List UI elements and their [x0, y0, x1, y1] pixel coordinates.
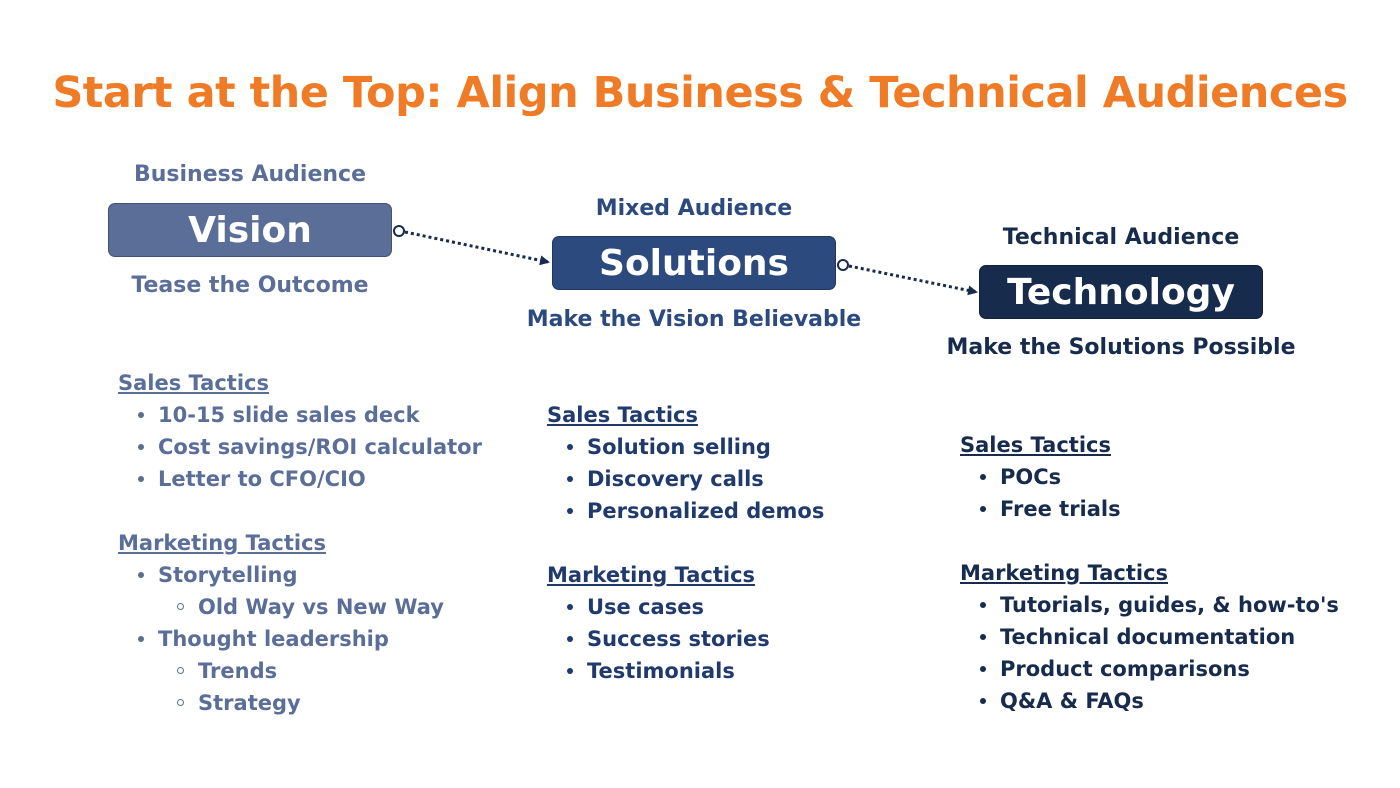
- list-item: Solution selling: [547, 431, 824, 463]
- list-item: Success stories: [547, 623, 824, 655]
- list-item: Personalized demos: [547, 495, 824, 527]
- list-item: Product comparisons: [960, 653, 1339, 685]
- sales-tactics-heading: Sales Tactics: [547, 403, 698, 427]
- list-item: Discovery calls: [547, 463, 824, 495]
- sales-tactics-heading: Sales Tactics: [118, 371, 269, 395]
- list-item: Cost savings/ROI calculator: [118, 431, 482, 463]
- solutions-box-label: Solutions: [599, 242, 789, 284]
- marketing-tactics-heading: Marketing Tactics: [118, 531, 327, 555]
- list-item: Q&A & FAQs: [960, 685, 1339, 717]
- technology-box: Technology: [979, 265, 1263, 319]
- list-item: Use cases: [547, 591, 824, 623]
- technology-subtitle: Make the Solutions Possible: [946, 335, 1296, 360]
- list-item: Free trials: [960, 493, 1339, 525]
- list-item: 10-15 slide sales deck: [118, 399, 482, 431]
- solutions-box: Solutions: [552, 236, 836, 290]
- list-item: Tutorials, guides, & how-to's: [960, 589, 1339, 621]
- list-item: Testimonials: [547, 655, 824, 687]
- list-item: Thought leadership: [118, 623, 482, 655]
- solutions-subtitle: Make the Vision Believable: [526, 307, 862, 332]
- sales-tactics-heading: Sales Tactics: [960, 433, 1111, 457]
- list-item: POCs: [960, 461, 1339, 493]
- marketing-tactics-heading: Marketing Tactics: [547, 563, 756, 587]
- technology-box-label: Technology: [1007, 271, 1235, 313]
- sub-list-item: Old Way vs New Way: [118, 591, 482, 623]
- vision-subtitle: Tease the Outcome: [131, 273, 369, 298]
- list-item: Technical documentation: [960, 621, 1339, 653]
- vision-to-solutions-arrow: [393, 225, 550, 266]
- solutions-tactics: Sales Tactics Solution selling Discovery…: [547, 399, 824, 687]
- sub-list-item: Strategy: [118, 687, 482, 719]
- marketing-tactics-heading: Marketing Tactics: [960, 561, 1169, 585]
- technology-tactics: Sales Tactics POCs Free trials Marketing…: [960, 429, 1339, 717]
- mixed-audience-label: Mixed Audience: [595, 196, 793, 221]
- page-title: Start at the Top: Align Business & Techn…: [52, 68, 1348, 118]
- vision-tactics: Sales Tactics 10-15 slide sales deck Cos…: [118, 367, 482, 719]
- vision-box: Vision: [108, 203, 392, 257]
- sub-list-item: Trends: [118, 655, 482, 687]
- list-item: Letter to CFO/CIO: [118, 463, 482, 495]
- vision-box-label: Vision: [188, 209, 312, 251]
- list-item: Storytelling: [118, 559, 482, 591]
- technical-audience-label: Technical Audience: [1002, 225, 1240, 250]
- solutions-to-technology-arrow: [837, 259, 978, 296]
- business-audience-label: Business Audience: [133, 162, 367, 187]
